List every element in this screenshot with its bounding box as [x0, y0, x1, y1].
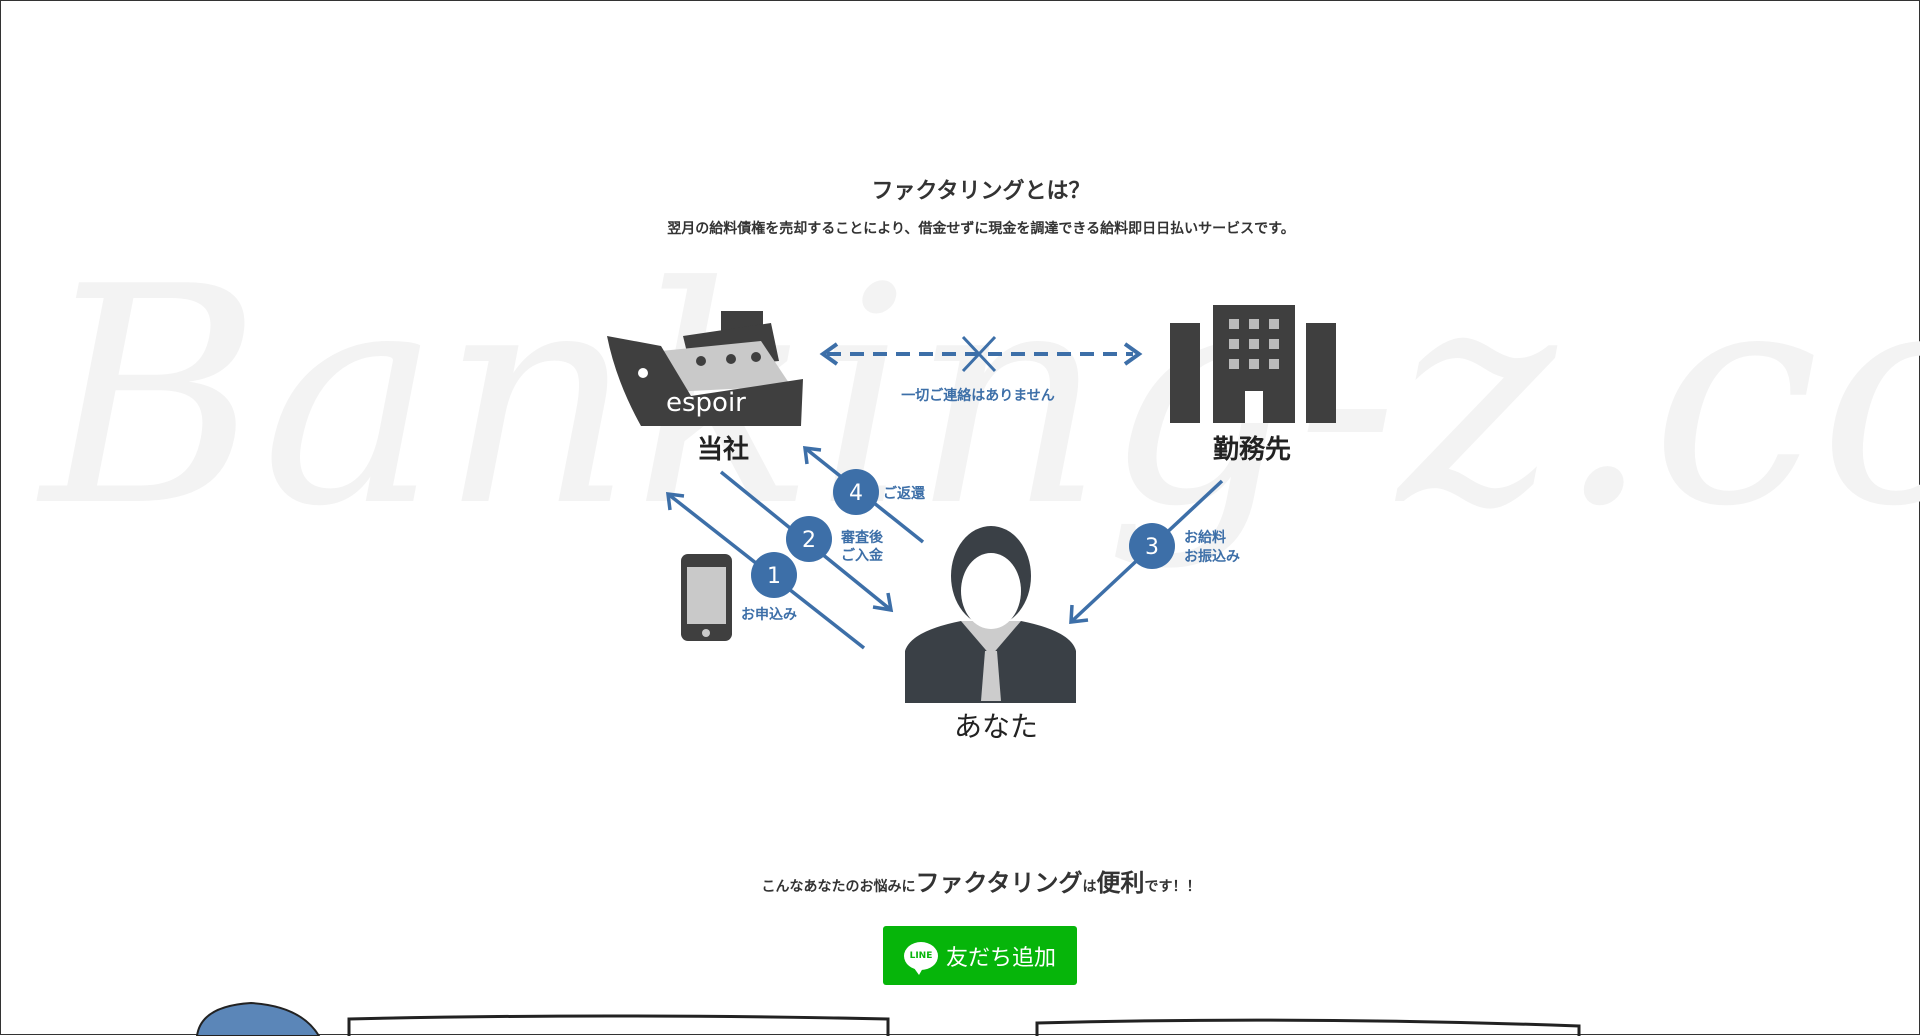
tagline-pre: こんなあなたのお悩みに	[761, 879, 916, 895]
svg-text:お給料: お給料	[1184, 529, 1226, 546]
illustration-fragment	[195, 1001, 1581, 1036]
line-add-friend-button[interactable]: LINE 友だち追加	[883, 926, 1077, 985]
ship-icon: espoir	[607, 311, 803, 426]
svg-text:1: 1	[767, 564, 781, 589]
tagline-mid: は	[1082, 879, 1097, 895]
line-logo-icon: LINE	[903, 941, 938, 975]
person-icon	[905, 526, 1076, 703]
section-title: ファクタリングとは？	[871, 179, 1091, 204]
svg-text:ご入金: ご入金	[841, 547, 884, 564]
svg-text:2: 2	[802, 528, 816, 553]
building-icon	[1170, 305, 1336, 423]
step-1: 1 お申込み	[741, 552, 797, 623]
step-3: 3 お給料 お振込み	[1129, 523, 1240, 569]
svg-text:4: 4	[849, 481, 863, 506]
tagline: こんなあなたのお悩みにファクタリングは便利です！！	[1, 863, 1920, 898]
no-contact-note: 一切ご連絡はありません	[901, 387, 1055, 404]
svg-text:審査後: 審査後	[840, 529, 884, 546]
tagline-term: ファクタリング	[915, 869, 1083, 897]
company-label: 当社	[697, 434, 749, 465]
svg-text:ご返還: ご返還	[883, 485, 926, 502]
watermark: Banking-z.com	[36, 223, 1920, 572]
ship-brand-text: espoir	[666, 388, 746, 418]
line-button-label: 友だち追加	[945, 945, 1056, 971]
svg-text:お振込み: お振込み	[1184, 548, 1240, 565]
smartphone-icon	[681, 554, 732, 641]
step-2: 2 審査後 ご入金	[786, 516, 884, 564]
step-4: 4 ご返還	[833, 469, 926, 515]
you-label: あなた	[954, 710, 1038, 743]
svg-text:お申込み: お申込み	[741, 606, 797, 623]
tagline-benefit: 便利	[1096, 869, 1145, 897]
employer-label: 勤務先	[1213, 435, 1291, 465]
section-subtitle: 翌月の給料債権を売却することにより、借金せずに現金を調達できる給料即日日払いサー…	[667, 221, 1295, 237]
tagline-post: です！！	[1144, 879, 1201, 895]
svg-text:3: 3	[1145, 535, 1159, 560]
